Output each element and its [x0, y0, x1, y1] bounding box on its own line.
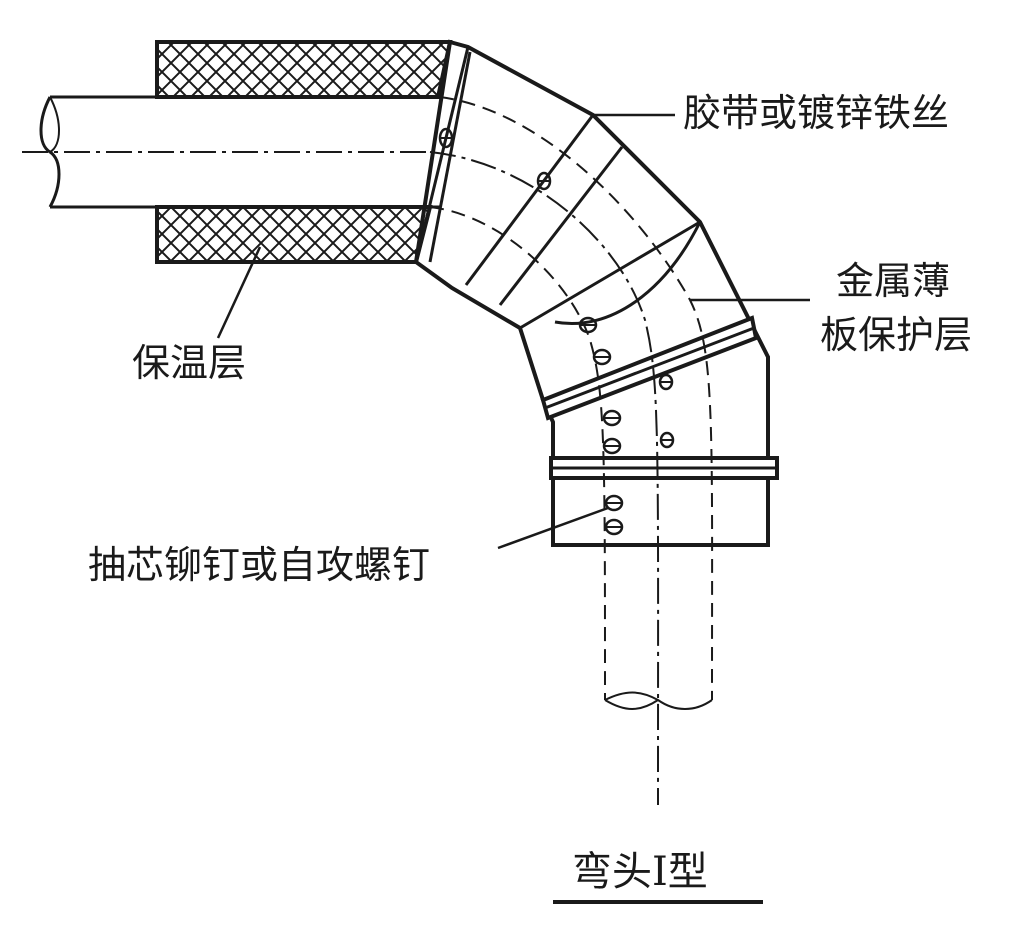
rivet-icon: [604, 518, 624, 536]
rivet-icon: [659, 431, 675, 449]
rivet-icon: [604, 494, 624, 512]
label-sheet-line1: 金属薄: [836, 259, 950, 303]
label-tape: 胶带或镀锌铁丝: [683, 91, 949, 135]
rivets: [438, 127, 675, 536]
label-sheet-line2: 板保护层: [820, 313, 972, 357]
insulation-layer: [155, 40, 453, 264]
leader-lines: [216, 113, 810, 550]
rivet-icon: [592, 348, 612, 366]
rivet-icon: [536, 171, 552, 191]
label-rivet: 抽芯铆钉或自攻螺钉: [88, 543, 430, 587]
hidden-pipe-lines: [429, 96, 714, 806]
metal-sheet-elbow: [413, 39, 779, 547]
label-insulation: 保温层: [132, 341, 246, 385]
rivet-icon: [602, 409, 622, 427]
figure-caption: 弯头Ⅰ型: [572, 849, 708, 895]
rivet-icon: [602, 437, 622, 455]
rivet-icon: [578, 316, 598, 334]
rivet-icon: [438, 127, 454, 149]
rivet-icon: [658, 373, 674, 391]
